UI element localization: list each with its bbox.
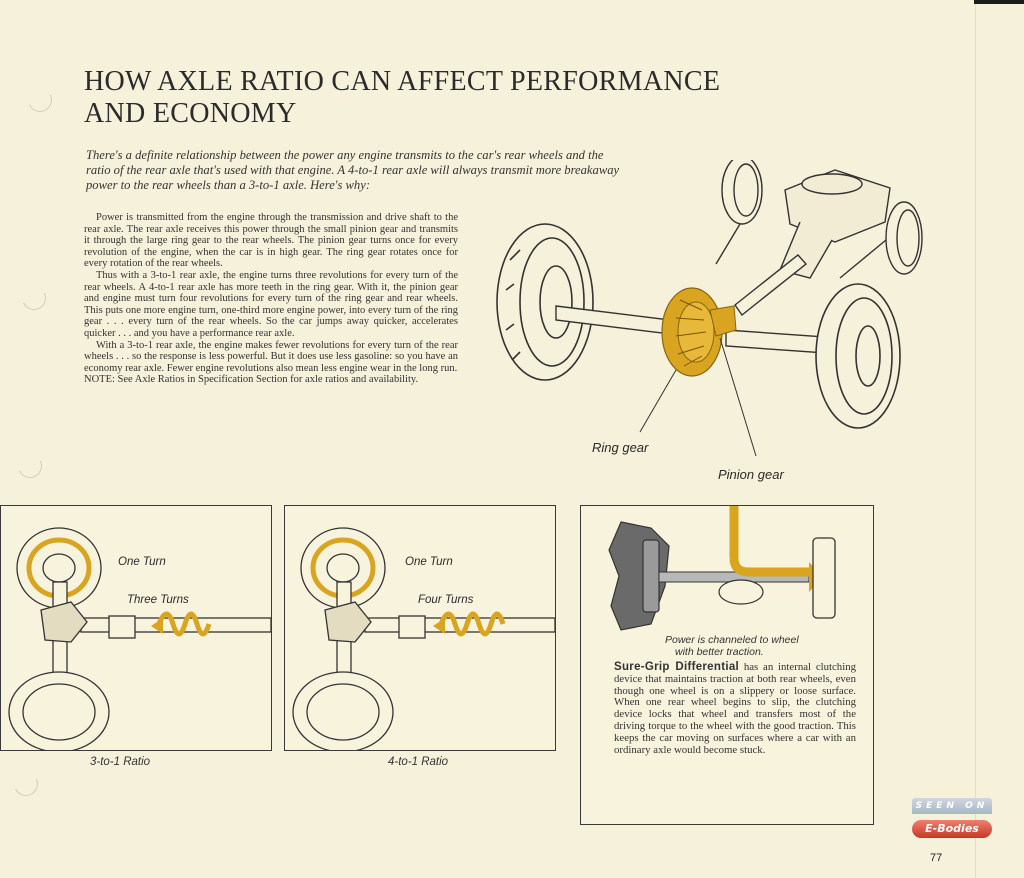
intro-paragraph: There's a definite relationship between … [86, 148, 620, 192]
page-number: 77 [930, 852, 943, 864]
sure-grip-description: Sure-Grip Differential has an internal c… [614, 661, 856, 756]
pinion-gear-label: Pinion gear [718, 467, 784, 482]
title-line-2: AND ECONOMY [84, 98, 297, 129]
sure-grip-caption: Power is channeled to wheel with better … [665, 634, 799, 658]
rear-wheel-right [815, 283, 901, 429]
pinion-gear-icon [709, 305, 737, 337]
ratio-3-to-1-illustration [8, 527, 271, 750]
body-paragraph-2: Thus with a 3-to-1 rear axle, the engine… [84, 269, 458, 339]
body-text: Power is transmitted from the engine thr… [84, 212, 458, 386]
axle-illustration [496, 160, 923, 457]
ring-gear-leader [639, 369, 677, 433]
sure-grip-panel: Power is channeled to wheel with better … [580, 505, 874, 825]
binder-hole [18, 282, 50, 314]
ratio-panel-4-to-1 [284, 505, 556, 751]
body-note: NOTE: See Axle Ratios in Specification S… [84, 374, 419, 386]
caption-line-1: Power is channeled to wheel [665, 634, 799, 646]
arrow-head [151, 618, 163, 634]
pinion-gear-icon [324, 601, 372, 643]
drive-shaft [734, 254, 808, 317]
arrow-head [433, 618, 445, 634]
body-paragraph-1: Power is transmitted from the engine thr… [84, 212, 458, 270]
rear-axle-tube [555, 305, 841, 355]
title-line-1: HOW AXLE RATIO CAN AFFECT PERFORMANCE [84, 66, 721, 97]
page-edge-bar [974, 0, 1024, 4]
front-wheel-right [839, 201, 923, 279]
binder-hole [10, 768, 42, 800]
seen-on-badge: SEEN ON E-Bodies [912, 798, 992, 846]
sure-grip-heading: Sure-Grip Differential [614, 661, 740, 673]
body-paragraph-3: With a 3-to-1 rear axle, the engine make… [84, 339, 458, 374]
turns-spiral [438, 611, 506, 637]
front-wheel-left [715, 160, 763, 265]
turns-label-1: Three Turns [127, 594, 189, 606]
one-turn-label-1: One Turn [118, 556, 166, 568]
power-flow-arrow [729, 506, 809, 577]
pinion-gear-leader [719, 337, 757, 457]
turns-label-2: Four Turns [418, 594, 474, 606]
page-edge-line [974, 0, 976, 878]
badge-top: SEEN ON [912, 798, 992, 814]
sure-grip-text: has an internal clutching device that ma… [614, 661, 856, 756]
one-turn-label-2: One Turn [405, 556, 453, 568]
binder-hole [24, 84, 56, 116]
ratio-caption-1: 3-to-1 Ratio [90, 756, 151, 768]
ratio-caption-2: 4-to-1 Ratio [388, 756, 449, 768]
ratio-4-to-1-illustration [292, 527, 555, 750]
turns-spiral [156, 611, 212, 637]
ratio-panel-3-to-1 [0, 505, 272, 751]
traction-wheel-icon [812, 537, 836, 619]
page-title: HOW AXLE RATIO CAN AFFECT PERFORMANCE AN… [84, 66, 784, 130]
sure-grip-illustration [608, 506, 836, 631]
slipping-wheel-icon [642, 539, 660, 613]
binder-hole [14, 450, 46, 482]
ring-gear-icon [661, 287, 737, 377]
caption-line-2: with better traction. [675, 646, 764, 658]
ring-gear-label: Ring gear [592, 440, 649, 455]
rear-wheel-left [496, 223, 594, 381]
badge-bottom: E-Bodies [912, 820, 992, 838]
pinion-gear-icon [40, 601, 88, 643]
